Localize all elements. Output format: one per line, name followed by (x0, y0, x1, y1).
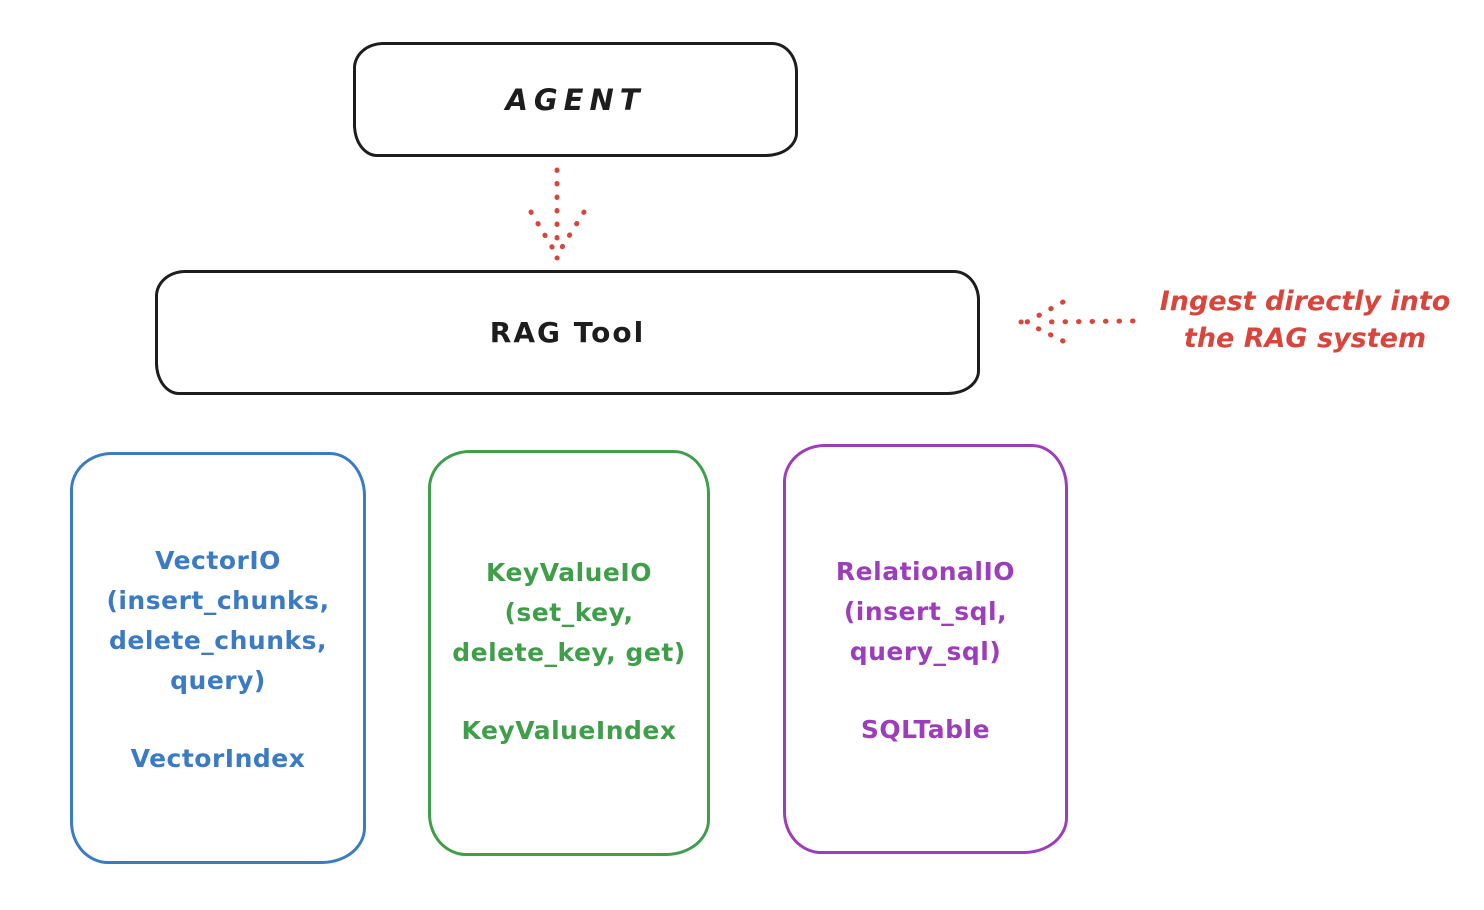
keyvalue-io-line: KeyValueIO (486, 558, 652, 587)
keyvalue-index-label: KeyValueIndex (461, 716, 677, 745)
keyvalue-io-line: delete_key, get) (452, 638, 686, 667)
relational-io-line: query_sql) (849, 637, 1002, 666)
sqltable-label: SQLTable (860, 715, 991, 744)
ingest-annotation-line1: Ingest directly into (1159, 286, 1451, 317)
vector-io-line: VectorIO (155, 546, 281, 575)
relational-io-line: RelationalIO (835, 557, 1016, 586)
ingest-annotation-line2: the RAG system (1183, 323, 1427, 354)
rag-tool-node[interactable]: RAG Tool (155, 270, 980, 395)
arrow-ingest-to-rag-icon (1018, 299, 1136, 344)
vector-io-line: delete_chunks, (109, 626, 327, 655)
keyvalue-io-node[interactable]: KeyValueIO (set_key, delete_key, get) Ke… (428, 450, 710, 856)
keyvalue-io-line: (set_key, (504, 598, 634, 627)
vector-index-label: VectorIndex (130, 744, 306, 773)
agent-node[interactable]: AGENT (353, 42, 798, 157)
ingest-annotation: Ingest directly into the RAG system (1135, 283, 1475, 357)
vector-io-line: (insert_chunks, (106, 586, 330, 615)
relational-io-line: (insert_sql, (843, 597, 1008, 626)
rag-tool-label: RAG Tool (489, 316, 646, 349)
agent-label: AGENT (505, 82, 646, 117)
arrow-agent-to-rag-icon (528, 167, 587, 261)
vector-io-line: query) (170, 666, 266, 695)
relational-io-node[interactable]: RelationalIO (insert_sql, query_sql) SQL… (783, 444, 1068, 854)
vector-io-node[interactable]: VectorIO (insert_chunks, delete_chunks, … (70, 452, 366, 864)
